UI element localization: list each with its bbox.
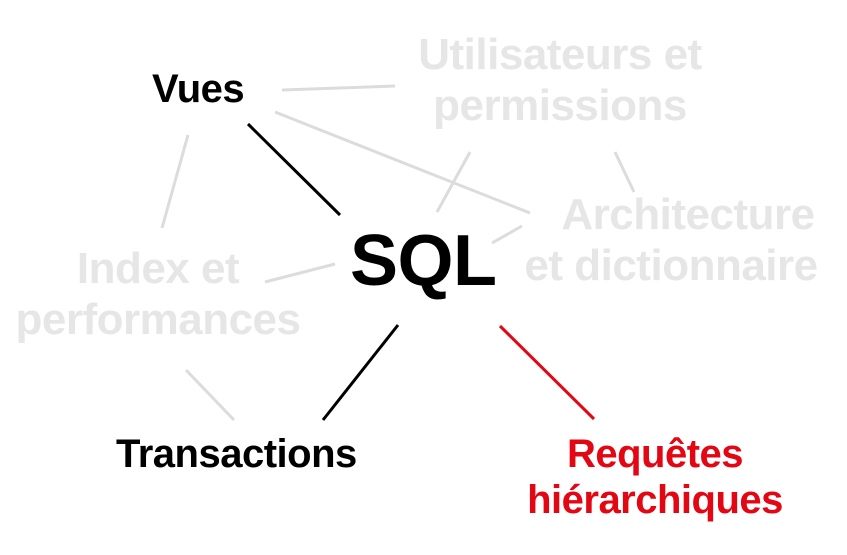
node-architecture-line-1: Architecture [561, 190, 815, 239]
link-vues-index [160, 134, 190, 229]
node-vues: Vues [152, 67, 245, 111]
node-utilisateurs-line-2: permissions [433, 80, 687, 130]
link-sql-requetes [498, 324, 596, 421]
node-transactions: Transactions [116, 432, 357, 476]
link-vues-utilisateurs [281, 84, 396, 92]
link-vues-architecture [274, 110, 531, 215]
node-requetes-line-2: hiérarchiques [527, 478, 783, 522]
node-index-line-2: performances [15, 294, 301, 344]
node-architecture-line-2: et dictionnaire [524, 240, 818, 290]
node-index-line-1: Index et [76, 244, 240, 293]
link-sql-index [264, 262, 336, 284]
link-sql-utilisateurs [435, 151, 472, 213]
link-sql-architecture [491, 224, 523, 245]
link-utilisateurs-architecture [613, 151, 636, 193]
center-node-sql: SQL [350, 221, 497, 301]
link-sql-transactions [321, 324, 400, 421]
link-sql-vues [246, 122, 342, 217]
link-index-transactions [184, 368, 236, 422]
node-index-performances: Index et performances [5, 244, 311, 345]
node-utilisateurs-line-1: Utilisateurs et [418, 30, 702, 79]
node-architecture-dictionnaire: Architecture et dictionnaire [508, 190, 834, 291]
node-utilisateurs-permissions: Utilisateurs et permissions [405, 30, 715, 131]
node-requetes-hierarchiques: Requêtes hiérarchiques [490, 431, 820, 523]
node-requetes-line-1: Requêtes [566, 432, 744, 476]
